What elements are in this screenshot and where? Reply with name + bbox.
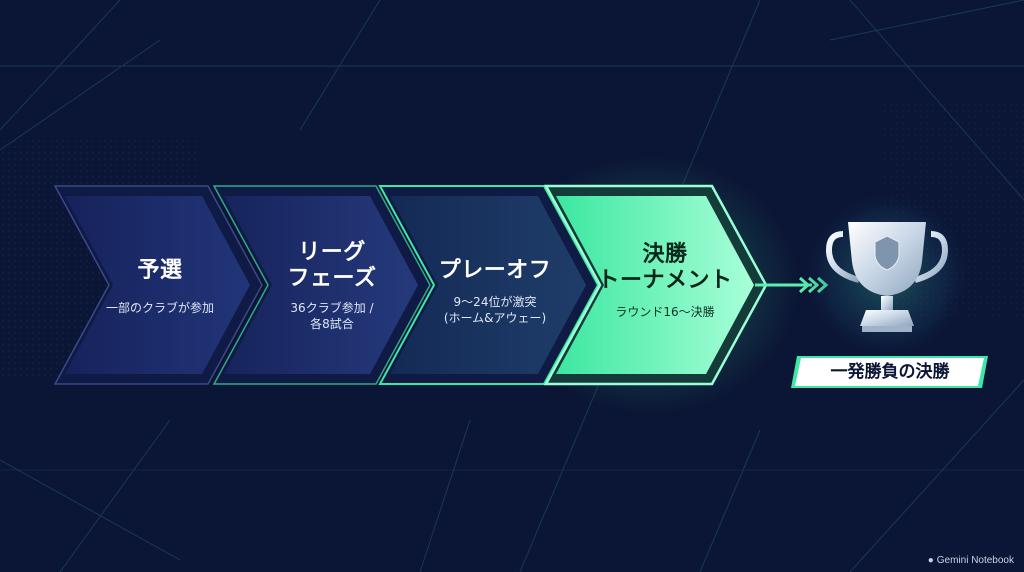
stage-1-desc-line: 一部のクラブが参加	[105, 301, 214, 315]
watermark-text: Gemini Notebook	[936, 555, 1014, 566]
stage-3-title-line: プレーオフ	[438, 258, 552, 283]
stage-4-desc: ラウンド16〜決勝	[595, 304, 735, 320]
stage-2-title-line-1: リーグ	[298, 240, 366, 265]
stage-4-title-line-1: 決勝	[642, 242, 688, 267]
stage-league-phase	[212, 185, 431, 385]
stage-2-title: リーグ フェーズ	[262, 240, 402, 292]
stage-3-desc-line-1: 9〜24位が激突	[453, 295, 537, 309]
stage-2-title-line-2: フェーズ	[287, 266, 377, 291]
stage-2-desc: 36クラブ参加 / 各8試合	[262, 300, 402, 332]
stage-1-title: 予選	[95, 258, 225, 284]
stage-1-desc: 一部のクラブが参加	[88, 300, 232, 316]
stage-qualifier	[53, 185, 263, 385]
stage-3-desc: 9〜24位が激突 (ホーム&アウェー)	[425, 294, 565, 326]
stage-knockout	[543, 184, 768, 386]
stage-playoff	[378, 185, 600, 385]
notebook-icon: ●	[927, 555, 934, 566]
stage-3-title: プレーオフ	[420, 258, 570, 284]
stage-4-desc-line: ラウンド16〜決勝	[615, 305, 715, 319]
stage-4-title-line-2: トーナメント	[597, 268, 733, 293]
stage-4-title: 決勝 トーナメント	[590, 242, 740, 294]
stage-2-desc-line-1: 36クラブ参加 /	[290, 301, 374, 315]
stage-3-desc-line-2: (ホーム&アウェー)	[443, 311, 547, 325]
result-label: 一発勝負の決勝	[830, 362, 950, 382]
stage-2-desc-line-2: 各8試合	[310, 317, 354, 331]
trophy-icon	[799, 187, 975, 363]
watermark: ●Gemini Notebook	[928, 555, 1014, 566]
stage-1-title-line: 予選	[137, 258, 183, 283]
result-label-box	[791, 356, 988, 388]
